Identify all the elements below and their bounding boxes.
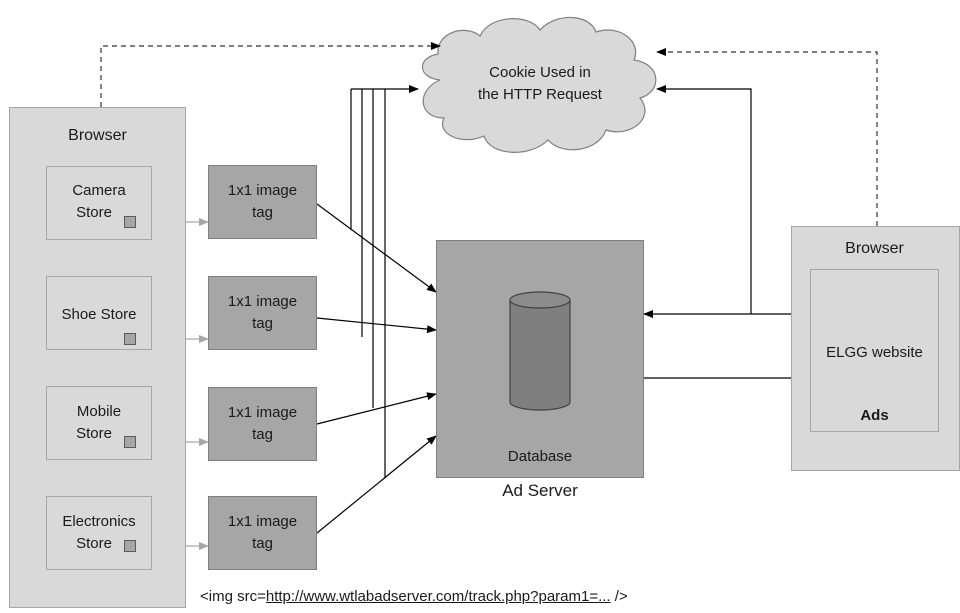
image-tag-2-line1: 1x1 image — [227, 293, 298, 310]
image-tag-4-line2: tag — [252, 535, 273, 552]
pixel-square-icon — [124, 216, 136, 228]
database-label: Database — [507, 448, 573, 465]
code-suffix: /> — [610, 588, 628, 605]
image-tag-2 — [208, 276, 317, 350]
pixel-square-icon — [124, 333, 136, 345]
pixel-square-icon — [124, 540, 136, 552]
image-tag-3-line1: 1x1 image — [227, 404, 298, 421]
store-electronics — [46, 496, 152, 570]
dashed-connector-right — [656, 48, 878, 226]
cloud-label-line1: Cookie Used in — [489, 64, 591, 81]
image-tag-1 — [208, 165, 317, 239]
image-tag-1-line1: 1x1 image — [227, 182, 298, 199]
store-mobile-line1: Mobile — [76, 403, 122, 420]
image-tag-3-line2: tag — [252, 426, 273, 443]
dashed-connector-left — [100, 42, 441, 107]
image-tag-1-line2: tag — [252, 204, 273, 221]
ad-server-title: Ad Server — [502, 481, 578, 500]
image-tag-4-line1: 1x1 image — [227, 513, 298, 530]
image-tag-code: <img src=http://www.wtlabadserver.com/tr… — [200, 586, 760, 608]
store-electronics-line1: Electronics — [62, 513, 136, 530]
image-tag-4 — [208, 496, 317, 570]
browser-right-title: Browser — [845, 240, 904, 257]
store-electronics-line2: Store — [76, 535, 112, 552]
image-tag-2-line2: tag — [252, 315, 273, 332]
cookie-cloud — [421, 16, 657, 153]
code-prefix: <img src= — [200, 588, 266, 605]
store-camera-line1: Camera — [72, 182, 126, 199]
elgg-adserver-arrows — [643, 85, 811, 382]
tag-to-adserver-arrows — [316, 203, 437, 534]
browser-left-title: Browser — [68, 127, 127, 144]
cloud-label-line2: the HTTP Request — [478, 86, 602, 103]
request-lines-to-cloud — [350, 85, 419, 478]
pixel-square-icon — [124, 436, 136, 448]
tracking-url-link[interactable]: http://www.wtlabadserver.com/track.php?p… — [265, 588, 611, 605]
elgg-website-box — [810, 269, 939, 432]
elgg-website-label: ELGG website — [826, 344, 923, 361]
store-shoe-line1: Shoe Store — [61, 306, 137, 323]
store-mobile-line2: Store — [76, 425, 112, 442]
ads-label: Ads — [860, 407, 889, 424]
image-tag-3 — [208, 387, 317, 461]
ad-server-box — [436, 240, 644, 478]
store-camera-line2: Store — [76, 204, 112, 221]
